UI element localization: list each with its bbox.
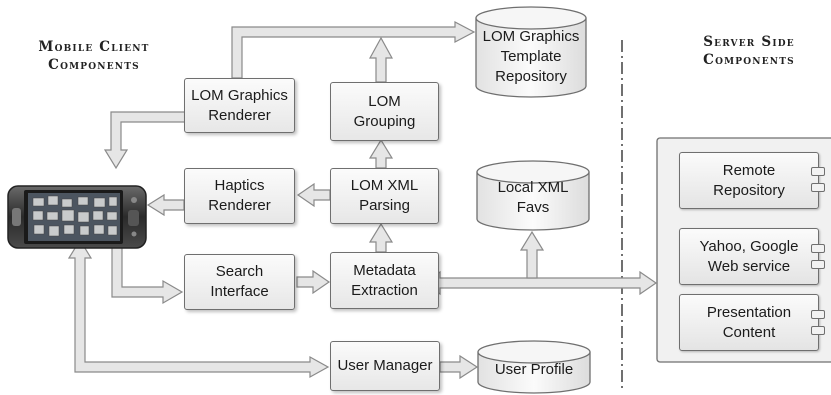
arrow-metadata-server-bidirectional xyxy=(422,270,658,296)
arrow-renderer-to-phone xyxy=(103,111,187,170)
smartphone-icon xyxy=(7,185,147,249)
db-user-profile-shape xyxy=(477,340,591,394)
arrow-renderer-to-template xyxy=(231,21,476,79)
arrow-haptics-to-phone xyxy=(146,193,185,217)
arrow-line-to-local-favs xyxy=(519,230,545,279)
component-port-icon xyxy=(811,260,825,269)
db-local-xml-shape xyxy=(476,160,590,231)
arrow-user-manager-to-profile xyxy=(439,354,479,380)
component-port-icon xyxy=(811,244,825,253)
user-profile: User Profile xyxy=(494,361,574,378)
component-port-icon xyxy=(811,183,825,192)
user-manager-box: User Manager xyxy=(330,341,440,391)
lom-graphics-template-repository: LOM Graphics Template Repository xyxy=(482,28,580,85)
arrow-search-to-metadata xyxy=(296,269,331,295)
arrow-parsing-to-haptics xyxy=(296,182,331,208)
arrow-parsing-to-grouping xyxy=(368,138,394,169)
arrow-user-manager-phone xyxy=(67,238,330,379)
component-port-icon xyxy=(811,167,825,176)
component-port-icon xyxy=(811,310,825,319)
arrow-grouping-to-template xyxy=(368,36,394,83)
arrow-metadata-to-parsing xyxy=(368,222,394,253)
component-port-icon xyxy=(811,326,825,335)
arrow-phone-to-search xyxy=(111,239,184,305)
db-lom-template-shape xyxy=(475,6,587,98)
